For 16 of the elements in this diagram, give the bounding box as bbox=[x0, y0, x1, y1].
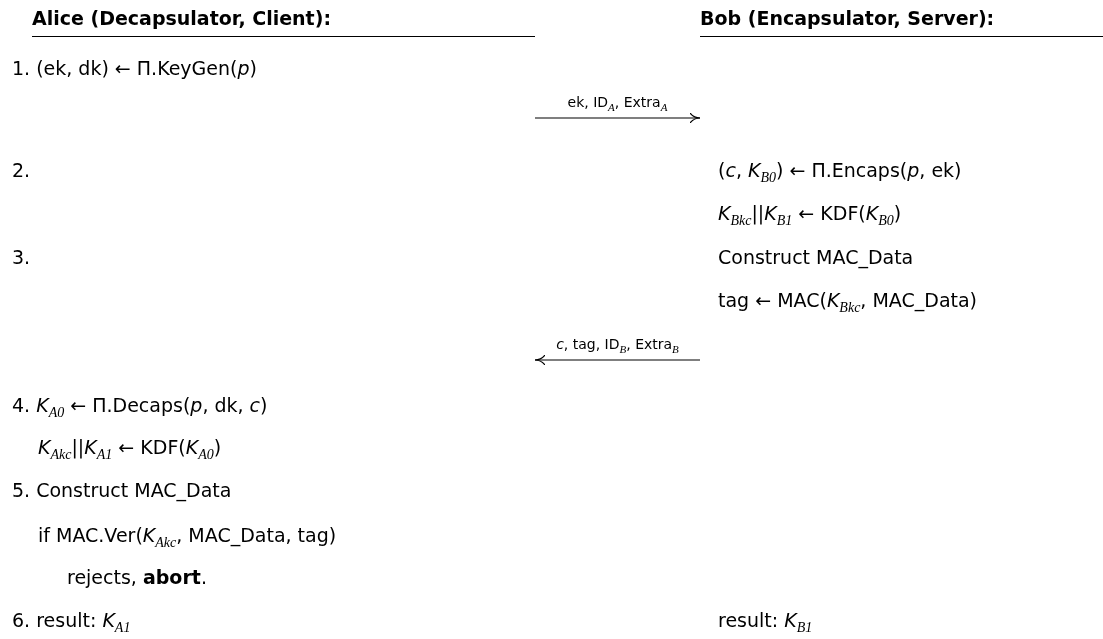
column-heading: Alice (Decapsulator, Client): bbox=[32, 6, 535, 37]
protocol-step: rejects, abort. bbox=[67, 565, 207, 589]
column-heading: Bob (Encapsulator, Server): bbox=[700, 6, 1103, 37]
protocol-step: result: K$_{B1}$ bbox=[718, 608, 813, 639]
protocol-step: 5. Construct MAC_Data bbox=[12, 478, 232, 502]
protocol-step: K$_{Akc}$||K$_{A1}$ ← KDF(K$_{A0}$) bbox=[38, 435, 222, 467]
protocol-step: if MAC.Ver(K$_{Akc}$, MAC_Data, tag) bbox=[38, 523, 337, 555]
protocol-step: 4. K$_{A0}$ ← Π.Decaps(p, dk, c) bbox=[12, 393, 268, 425]
protocol-step: K$_{Bkc}$||K$_{B1}$ ← KDF(K$_{B0}$) bbox=[718, 201, 902, 233]
protocol-step: (c, K$_{B0}$) ← Π.Encaps(p, ek) bbox=[718, 158, 962, 190]
protocol-step: 1. (ek, dk) ← Π.KeyGen(p) bbox=[12, 56, 257, 80]
protocol-step: tag ← MAC(K$_{Bkc}$, MAC_Data) bbox=[718, 288, 978, 320]
protocol-step: 2. bbox=[12, 158, 31, 182]
protocol-step: 3. bbox=[12, 245, 31, 269]
protocol-step: 6. result: K$_{A1}$ bbox=[12, 608, 131, 639]
protocol-step: Construct MAC_Data bbox=[718, 245, 914, 269]
